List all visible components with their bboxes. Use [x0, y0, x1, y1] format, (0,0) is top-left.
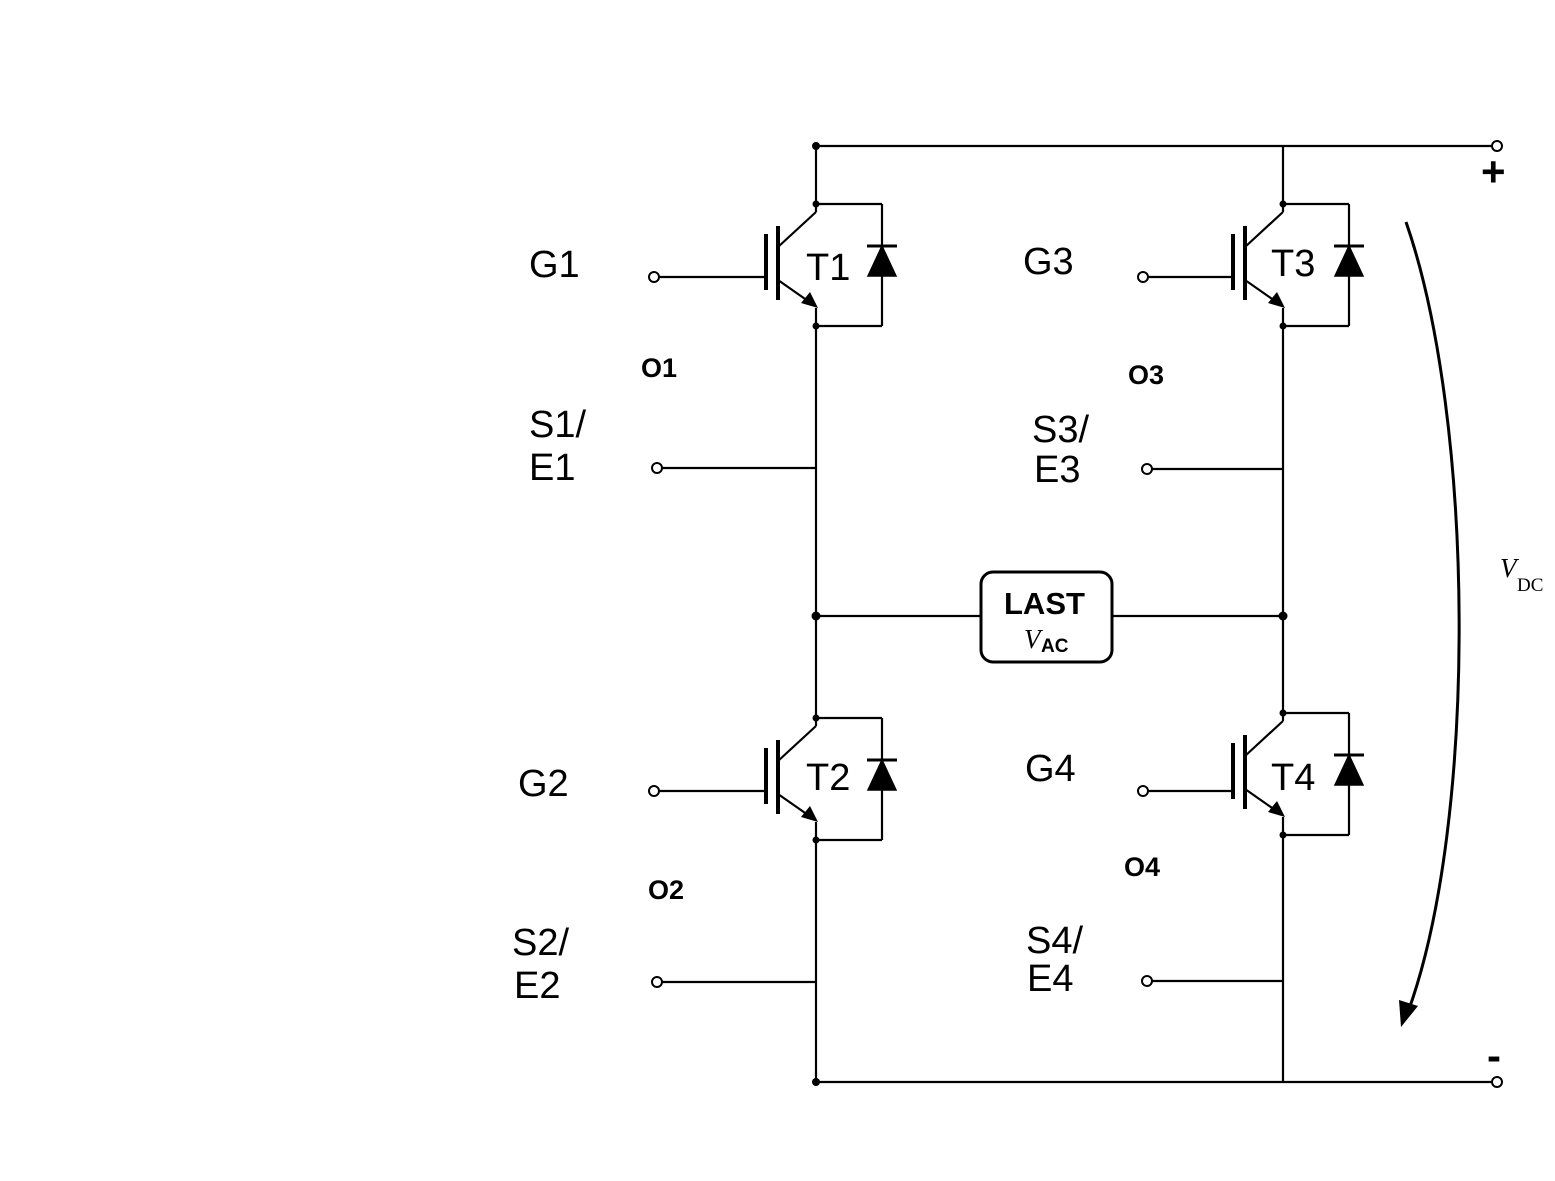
gate-terminal-g2	[648, 785, 660, 797]
se-terminal-4	[1141, 975, 1153, 987]
label-se2-line2: E2	[514, 965, 560, 1007]
label-o1: O1	[641, 353, 677, 383]
vdc-arrowhead	[1399, 1000, 1418, 1027]
vdc-subscript: DC	[1517, 575, 1543, 596]
label-t4: T4	[1271, 757, 1315, 799]
load-voltage-subscript: AC	[1041, 636, 1069, 657]
label-se1-line2: E1	[529, 447, 575, 489]
load-box	[979, 570, 1114, 664]
right-mid-junction	[1278, 611, 1288, 621]
label-t2: T2	[806, 757, 850, 799]
label-g4: G4	[1025, 748, 1076, 790]
vdc-arrow	[1404, 221, 1461, 1013]
label-g3: G3	[1023, 241, 1074, 283]
label-g2: G2	[518, 763, 569, 805]
gate-terminal-g3	[1137, 271, 1149, 283]
left-mid-junction	[811, 611, 821, 621]
label-t3: T3	[1271, 243, 1315, 285]
gate-terminal-g1	[648, 271, 660, 283]
positive-terminal	[1491, 140, 1503, 152]
se-terminal-1	[651, 462, 663, 474]
label-o3: O3	[1128, 360, 1164, 390]
label-se3-line1: S3/	[1032, 409, 1089, 451]
load-title: LAST	[1004, 586, 1085, 621]
negative-terminal	[1491, 1076, 1503, 1088]
se-terminal-3	[1141, 463, 1153, 475]
label-se3-line2: E3	[1034, 449, 1080, 491]
label-t1: T1	[806, 247, 850, 289]
label-se4-line1: S4/	[1026, 920, 1083, 962]
load-voltage-symbol: V	[1024, 624, 1044, 654]
negative-sign: -	[1487, 1032, 1501, 1079]
vdc-symbol: V	[1500, 553, 1520, 583]
label-se4-line2: E4	[1027, 958, 1073, 1000]
positive-sign: +	[1481, 148, 1506, 195]
label-se2-line1: S2/	[512, 922, 569, 964]
label-se1-line1: S1/	[529, 404, 586, 446]
label-o4: O4	[1124, 852, 1160, 882]
label-o2: O2	[648, 875, 684, 905]
label-g1: G1	[529, 244, 580, 286]
se-terminal-2	[651, 976, 663, 988]
gate-terminal-g4	[1137, 785, 1149, 797]
